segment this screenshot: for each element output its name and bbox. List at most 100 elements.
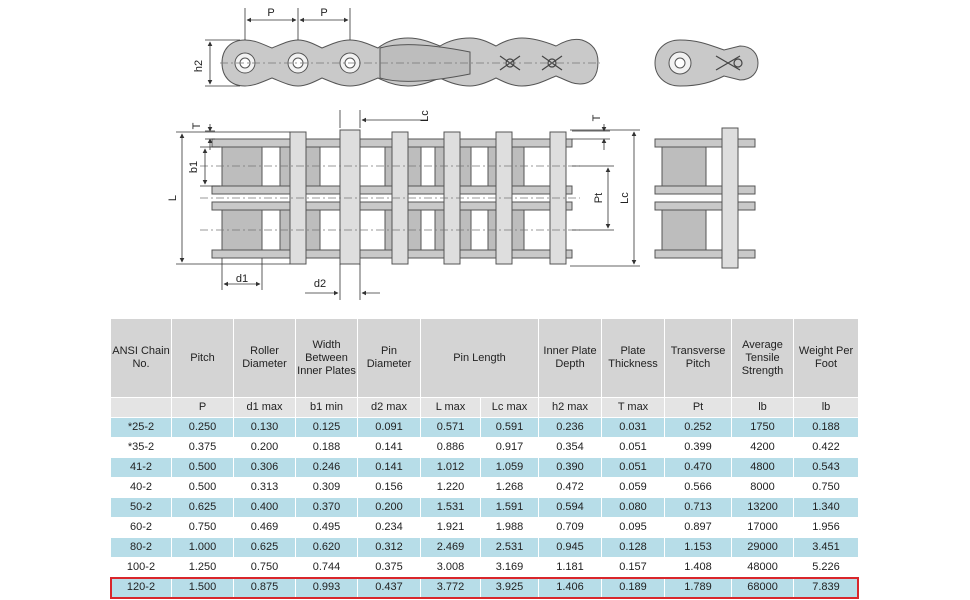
t-right-label: T [591, 114, 603, 121]
table-cell: 0.306 [233, 457, 296, 478]
lc-right-label: Lc [619, 192, 631, 204]
d1-label: d1 [236, 273, 248, 285]
table-cell: 0.156 [357, 477, 421, 498]
table-cell: 1.956 [793, 517, 860, 538]
table-cell: 0.917 [479, 437, 540, 458]
table-cell: 3.925 [479, 577, 540, 598]
table-cell: 0.437 [357, 577, 421, 598]
chain-spec-table: ANSI Chain No. Pitch Roller Diameter Wid… [110, 318, 860, 598]
table-cell: 0.472 [538, 477, 603, 498]
table-cell: 1.408 [664, 557, 733, 578]
subheader-cell: Lc max [479, 397, 540, 418]
table-cell: 0.236 [538, 417, 603, 438]
subheader-blank [110, 397, 172, 418]
table-cell: 0.051 [601, 457, 666, 478]
table-cell: 0.250 [171, 417, 234, 438]
header-pin-length: Pin Length [419, 318, 540, 398]
table-cell: 0.744 [295, 557, 358, 578]
table-cell: 1.000 [171, 537, 234, 558]
table-cell: 0.620 [295, 537, 358, 558]
chain-number-cell: 40-2 [110, 477, 172, 498]
subheader-cell: lb [793, 397, 860, 418]
table-cell: 0.375 [357, 557, 421, 578]
table-cell: 0.051 [601, 437, 666, 458]
table-cell: 0.625 [233, 537, 296, 558]
table-cell: 1.250 [171, 557, 234, 578]
chain-number-cell: 41-2 [110, 457, 172, 478]
table-cell: 0.750 [171, 517, 234, 538]
chain-number-cell: 50-2 [110, 497, 172, 518]
table-cell: 0.309 [295, 477, 358, 498]
chain-plan-view [200, 129, 580, 265]
subheader-cell: lb [731, 397, 795, 418]
b1-label: b1 [188, 161, 200, 173]
table-cell: 0.130 [233, 417, 296, 438]
header-width-between-inner-plates: Width Between Inner Plates [295, 318, 358, 398]
table-cell: 0.709 [538, 517, 603, 538]
header-ansi-chain-no: ANSI Chain No. [110, 318, 172, 398]
table-cell: 0.945 [538, 537, 603, 558]
table-cell: 8000 [731, 477, 795, 498]
table-cell: 0.390 [538, 457, 603, 478]
subheader-cell: h2 max [538, 397, 603, 418]
table-cell: 0.375 [171, 437, 234, 458]
table-cell: 0.591 [479, 417, 540, 438]
table-cell: 0.234 [357, 517, 421, 538]
table-cell: 0.091 [357, 417, 421, 438]
subheader-cell: Pt [664, 397, 733, 418]
lc-top-label: Lc [419, 110, 431, 122]
table-cell: 0.246 [295, 457, 358, 478]
table-cell: 0.400 [233, 497, 296, 518]
header-weight-per-foot: Weight Per Foot [793, 318, 860, 398]
header-roller-diameter: Roller Diameter [233, 318, 296, 398]
chain-technical-drawing: P P h2 [167, 7, 759, 300]
pitch-label-2: P [320, 7, 327, 19]
table-cell: 7.839 [793, 577, 860, 598]
table-cell: 0.354 [538, 437, 603, 458]
h2-label: h2 [193, 60, 205, 72]
pitch-dimension [244, 8, 351, 40]
header-average-tensile-strength: Average Tensile Strength [731, 318, 795, 398]
table-cell: 0.886 [420, 437, 481, 458]
table-cell: 0.470 [664, 457, 733, 478]
subheader-cell: d2 max [357, 397, 421, 418]
table-cell: 1.268 [479, 477, 540, 498]
table-cell: 4200 [731, 437, 795, 458]
subheader-cell: L max [420, 397, 481, 418]
table-cell: 0.189 [601, 577, 666, 598]
table-cell: 0.750 [793, 477, 860, 498]
table-cell: 68000 [731, 577, 795, 598]
table-cell: 3.772 [420, 577, 481, 598]
table-cell: 1.181 [538, 557, 603, 578]
table-cell: 0.188 [793, 417, 860, 438]
table-cell: 0.125 [295, 417, 358, 438]
table-cell: 1.406 [538, 577, 603, 598]
table-cell: 0.543 [793, 457, 860, 478]
l-label: L [167, 195, 179, 201]
chain-side-view [220, 37, 600, 87]
table-cell: 0.500 [171, 477, 234, 498]
header-plate-thickness: Plate Thickness [601, 318, 666, 398]
table-cell: 0.252 [664, 417, 733, 438]
table-cell: 0.200 [233, 437, 296, 458]
d2-label: d2 [314, 278, 326, 290]
header-inner-plate-depth: Inner Plate Depth [538, 318, 603, 398]
table-cell: 3.451 [793, 537, 860, 558]
table-cell: 0.128 [601, 537, 666, 558]
subheader-cell: b1 min [295, 397, 358, 418]
table-cell: 0.897 [664, 517, 733, 538]
chain-end-view [654, 39, 759, 87]
table-cell: 1.921 [420, 517, 481, 538]
header-pitch: Pitch [171, 318, 234, 398]
header-transverse-pitch: Transverse Pitch [664, 318, 733, 398]
table-cell: 0.566 [664, 477, 733, 498]
chain-end-plan-view [654, 127, 756, 269]
